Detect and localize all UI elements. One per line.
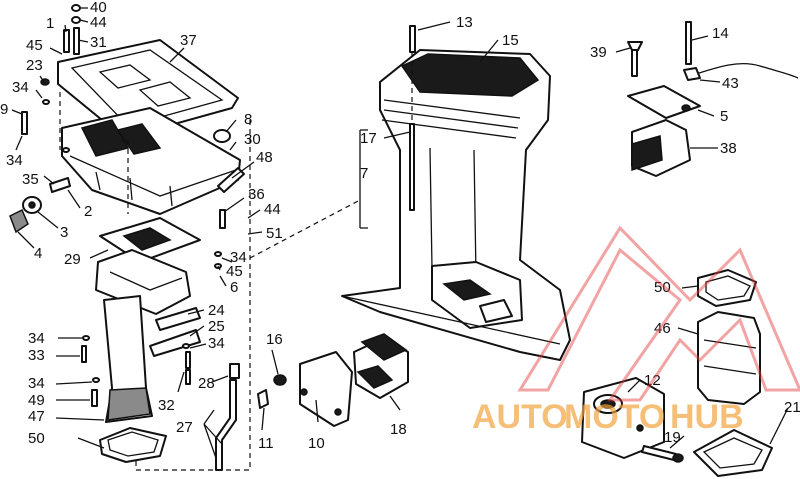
callout-21: 21 xyxy=(784,399,800,416)
callout-51: 51 xyxy=(266,225,283,242)
plate-10 xyxy=(299,351,353,427)
callout-30: 30 xyxy=(244,131,261,148)
callout-6: 6 xyxy=(230,279,238,296)
callout-10: 10 xyxy=(308,435,325,452)
callout-45: 45 xyxy=(226,263,243,280)
callout-43: 43 xyxy=(722,75,739,92)
callout-44: 44 xyxy=(90,14,107,31)
callout-8: 8 xyxy=(244,111,252,128)
adapter-housing-30 xyxy=(61,107,241,215)
screw-2 xyxy=(49,177,71,193)
stud-17 xyxy=(409,123,415,211)
leader-lines xyxy=(11,7,789,459)
grommet-8 xyxy=(213,129,231,143)
callout-7: 7 xyxy=(360,165,368,182)
water-tube-27 xyxy=(215,379,237,471)
callout-2: 2 xyxy=(84,203,92,220)
callout-9: 9 xyxy=(0,101,8,118)
grommet-46 xyxy=(697,311,761,405)
callout-39: 39 xyxy=(590,44,607,61)
callout-18: 18 xyxy=(390,421,407,438)
callout-34: 34 xyxy=(28,330,45,347)
callout-28: 28 xyxy=(198,375,215,392)
callout-36: 36 xyxy=(248,186,265,203)
callout-40: 40 xyxy=(90,0,107,16)
watermark-auto: AUTO xyxy=(472,398,568,436)
plug-4 xyxy=(9,208,29,234)
fasteners-left xyxy=(21,4,226,407)
callout-15: 15 xyxy=(502,32,519,49)
callout-46: 46 xyxy=(654,320,671,337)
callout-13: 13 xyxy=(456,14,473,31)
callout-44: 44 xyxy=(264,201,281,218)
callout-34: 34 xyxy=(208,335,225,352)
callout-12: 12 xyxy=(644,372,661,389)
ground-wire-43 xyxy=(689,63,799,79)
watermark-hub: HUB xyxy=(670,398,744,436)
callout-34: 34 xyxy=(6,152,23,169)
callout-16: 16 xyxy=(266,331,283,348)
watermark-logo: AUTO MOTO HUB xyxy=(472,225,800,436)
callout-50: 50 xyxy=(28,430,45,447)
callout-45: 45 xyxy=(26,37,43,54)
callout-29: 29 xyxy=(64,251,81,268)
callout-32: 32 xyxy=(158,397,175,414)
callout-34: 34 xyxy=(12,79,29,96)
callout-35: 35 xyxy=(22,171,39,188)
callout-34: 34 xyxy=(28,375,45,392)
callout-27: 27 xyxy=(176,419,193,436)
callout-50: 50 xyxy=(654,279,671,296)
callout-34: 34 xyxy=(230,249,247,266)
callout-4: 4 xyxy=(34,245,42,262)
seal-50-right xyxy=(697,269,757,307)
callout-33: 33 xyxy=(28,347,45,364)
callout-47: 47 xyxy=(28,408,45,425)
watermark-mark xyxy=(517,225,800,402)
callout-49: 49 xyxy=(28,392,45,409)
screw-19 xyxy=(641,445,677,461)
callout-17: 17 xyxy=(360,130,377,147)
callout-37: 37 xyxy=(180,32,197,49)
callout-5: 5 xyxy=(720,108,728,125)
nut-16 xyxy=(273,374,287,386)
callout-1: 1 xyxy=(46,15,54,32)
callout-14: 14 xyxy=(712,25,729,42)
callout-48: 48 xyxy=(256,149,273,166)
callout-labels: 40 44 1 45 31 37 23 34 9 34 35 2 3 4 8 3… xyxy=(0,0,800,452)
callout-25: 25 xyxy=(208,318,225,335)
callout-3: 3 xyxy=(60,224,68,241)
callout-11: 11 xyxy=(258,435,274,452)
screw-11 xyxy=(257,389,269,409)
callout-24: 24 xyxy=(208,302,225,319)
callout-31: 31 xyxy=(90,34,107,51)
watermark-moto: MOTO xyxy=(564,398,665,436)
callout-23: 23 xyxy=(26,57,43,74)
cover-plate-37 xyxy=(57,39,239,139)
mounting-plate-5 xyxy=(627,85,701,119)
callout-19: 19 xyxy=(664,429,681,446)
callout-38: 38 xyxy=(720,140,737,157)
